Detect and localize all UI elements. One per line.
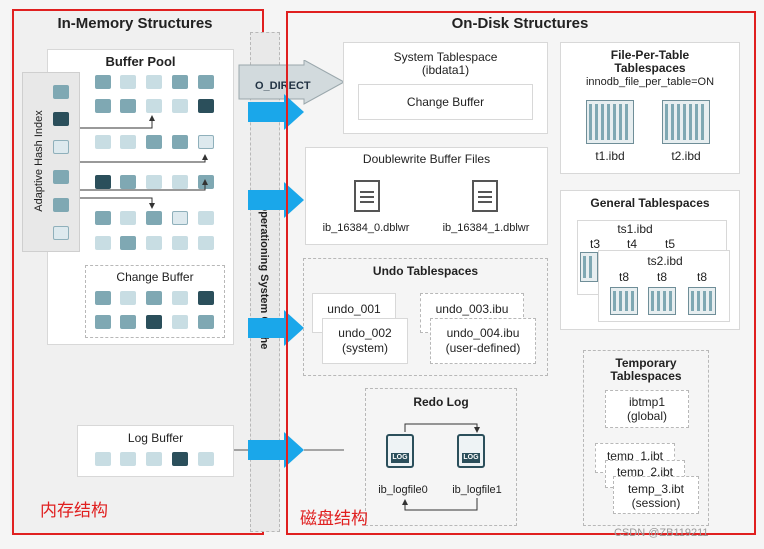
ts2-t8-b-label: t8: [656, 270, 667, 284]
flush-arrows: [234, 60, 344, 468]
file-per-table-setting: innodb_file_per_table=ON: [585, 76, 715, 88]
ts2-t8-b-icon: [648, 287, 676, 315]
temp-1-label: temp_1.ibt: [606, 449, 664, 463]
ts2-ibd-label: ts2.ibd: [647, 254, 683, 268]
in-memory-title: In-Memory Structures: [57, 15, 213, 32]
hash-pointer-arrows: [70, 115, 208, 209]
undo-002: [322, 318, 408, 364]
log-buffer: [77, 425, 234, 477]
ts2-t8-a-label: t8: [618, 270, 629, 284]
logfile0-icon: LOG: [386, 434, 414, 468]
undo-002-sub: (system): [342, 341, 388, 355]
dblwr-0-label: ib_16384_0.dblwr: [322, 222, 410, 234]
o-direct-label: O_DIRECT: [255, 80, 311, 92]
undo-001-label: undo_001: [327, 302, 381, 316]
on-disk-highlight: [286, 11, 756, 535]
ibtmp1-sub: (global): [626, 409, 668, 423]
log-buffer-title: Log Buffer: [127, 431, 184, 445]
change-buffer-memory-title: Change Buffer: [116, 270, 194, 284]
t1-table-icon: [586, 100, 634, 144]
file-per-table-title-2: Tablespaces: [614, 61, 686, 75]
undo-004-label: undo_004.ibu: [446, 326, 520, 340]
ibtmp1: [605, 390, 689, 428]
temp-2-label: temp_2.ibt: [616, 465, 674, 479]
ts1-table-icon: [580, 252, 598, 282]
general-tablespaces-title: General Tablespaces: [590, 196, 710, 210]
dblwr-1-label: ib_16384_1.dblwr: [442, 222, 530, 234]
doublewrite-buffer-files: [305, 147, 548, 245]
file-per-table-title: File-Per-Table: [610, 48, 690, 62]
in-memory-highlight: [12, 9, 264, 535]
temp-session-label: (session): [631, 496, 681, 510]
ts2-t8-a-icon: [610, 287, 638, 315]
system-tablespace-title: System Tablespace: [393, 50, 498, 64]
logfile0-tag: LOG: [391, 453, 409, 463]
ts1-t3-label: t3: [589, 237, 600, 251]
watermark: CSDN @ZB119211: [614, 527, 709, 539]
in-memory-label-zh: 内存结构: [40, 501, 108, 520]
logfile1-label: ib_logfile1: [452, 484, 502, 496]
temporary-tablespaces: [583, 350, 709, 526]
undo-tablespaces: [303, 258, 548, 376]
redo-log: [365, 388, 517, 526]
change-buffer-memory: [85, 265, 225, 338]
dblwr-0-file-icon: [354, 180, 380, 212]
system-tablespace-subtitle: (ibdata1): [421, 63, 470, 77]
t1-ibd-label: t1.ibd: [595, 149, 625, 163]
ts1-t4-label: t4: [626, 237, 637, 251]
buffer-pool-title: Buffer Pool: [105, 54, 176, 69]
dblwr-1-file-icon: [472, 180, 498, 212]
undo-003-label: undo_003.ibu: [435, 302, 509, 316]
ibtmp1-label: ibtmp1: [628, 395, 666, 409]
undo-004-sub: (user-defined): [445, 341, 521, 355]
system-change-buffer-label: Change Buffer: [406, 95, 485, 109]
redo-cycle-arrows: [402, 423, 480, 511]
ts1-ibd-label: ts1.ibd: [617, 222, 653, 236]
t2-ibd-label: t2.ibd: [671, 149, 701, 163]
undo-004: [430, 318, 536, 364]
logfile1-tag: LOG: [462, 453, 480, 463]
logfile1-icon: LOG: [457, 434, 485, 468]
ts2-t8-c-label: t8: [696, 270, 707, 284]
undo-002-label: undo_002: [338, 326, 392, 340]
undo-title: Undo Tablespaces: [372, 264, 479, 278]
ts1-t5-label: t5: [664, 237, 675, 251]
redo-log-title: Redo Log: [413, 395, 469, 409]
on-disk-title: On-Disk Structures: [451, 15, 589, 32]
logfile0-label: ib_logfile0: [378, 484, 428, 496]
temporary-title: Temporary: [615, 356, 677, 370]
temp-3-label: temp_3.ibt: [627, 482, 685, 496]
doublewrite-title: Doublewrite Buffer Files: [362, 152, 491, 166]
on-disk-label-zh: 磁盘结构: [300, 509, 368, 528]
t2-table-icon: [662, 100, 710, 144]
ts2-t8-c-icon: [688, 287, 716, 315]
temp-3: [613, 476, 699, 514]
system-change-buffer: [358, 84, 533, 120]
adaptive-hash-index: [22, 72, 80, 252]
temporary-title-2: Tablespaces: [610, 369, 682, 383]
